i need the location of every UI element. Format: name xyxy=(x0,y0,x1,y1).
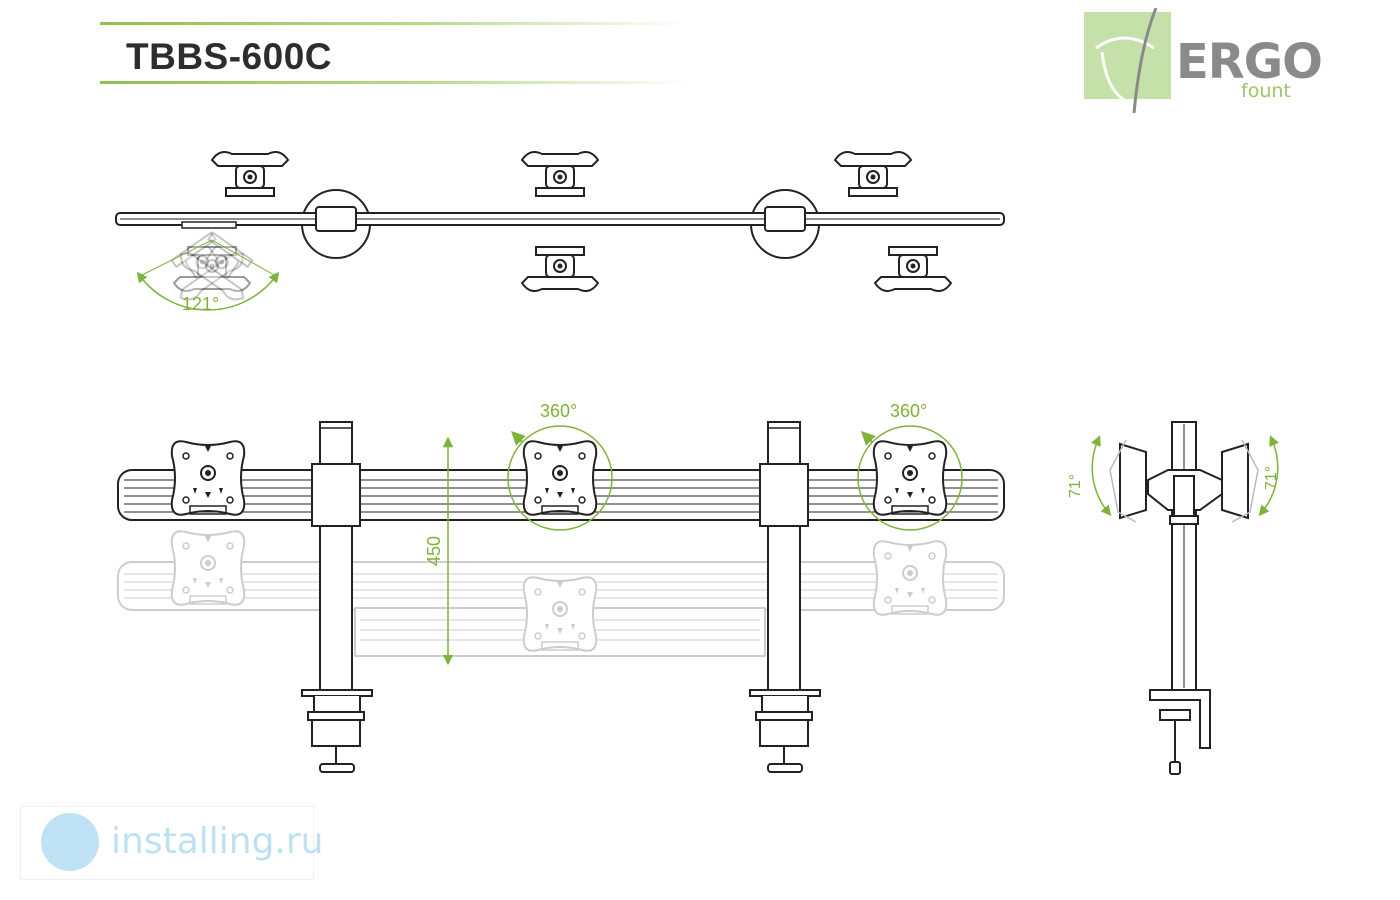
vesa-plate-left xyxy=(170,440,246,516)
brand-logo: ERGO fount xyxy=(1084,8,1323,118)
front-pole-right xyxy=(767,421,801,691)
title-bottom-rule xyxy=(100,81,690,84)
tilt-arc-left xyxy=(1091,435,1112,517)
vesa-plate-center xyxy=(522,440,598,516)
swivel-angle-label: 121° xyxy=(182,294,219,314)
rotation-label-right: 360° xyxy=(890,401,927,421)
logo-swoosh-icon xyxy=(1095,8,1158,114)
watermark-logo-icon xyxy=(41,813,99,871)
desk-clamp-left xyxy=(301,689,373,773)
front-pole-left xyxy=(319,421,353,691)
tilt-label-left: 71° xyxy=(1067,474,1084,498)
logo-wordmark: ERGO xyxy=(1176,34,1323,90)
logo-mark xyxy=(1084,12,1171,99)
front-view: 360° 360° 450 xyxy=(117,401,1005,773)
rotation-label-center: 360° xyxy=(540,401,577,421)
tilt-arc-right xyxy=(1258,435,1279,517)
logo-subtext: fount xyxy=(1241,80,1291,102)
front-ghost-position xyxy=(117,530,1005,657)
title-block: TBBS-600C xyxy=(100,22,690,84)
height-dimension-label: 450 xyxy=(424,536,444,566)
side-view xyxy=(1109,421,1259,775)
swivel-arc xyxy=(136,271,280,311)
watermark-text: installing.ru xyxy=(111,821,324,862)
model-title: TBBS-600C xyxy=(126,36,332,77)
title-top-rule xyxy=(100,22,690,25)
watermark: installing.ru xyxy=(20,806,323,880)
rotation-circle-right xyxy=(857,425,963,531)
rotation-circle-center xyxy=(507,425,613,531)
vesa-plate-right xyxy=(872,440,948,516)
desk-clamp-right xyxy=(749,689,821,773)
tilt-label-right: 71° xyxy=(1263,466,1280,490)
top-view: 121° xyxy=(115,151,1005,314)
